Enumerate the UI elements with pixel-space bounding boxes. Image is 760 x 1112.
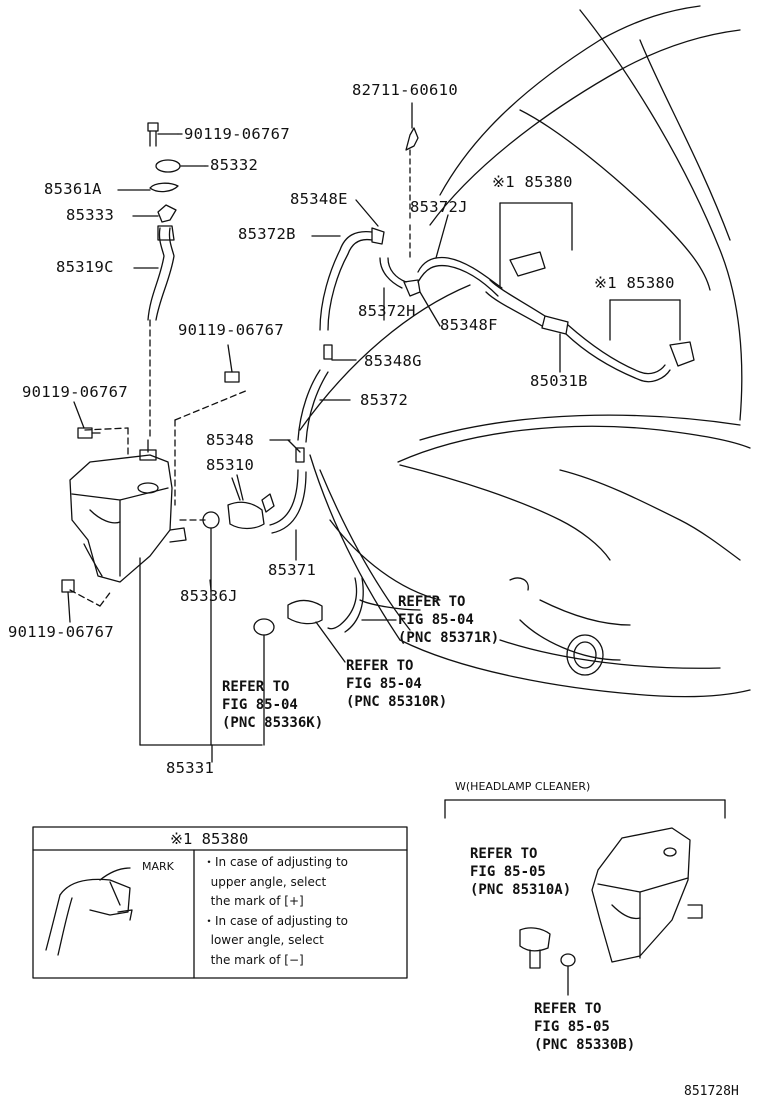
headlamp-cleaner-label: W(HEADLAMP CLEANER) bbox=[455, 780, 591, 793]
figure-id: 851728H bbox=[684, 1084, 739, 1099]
label-90119-06767-mid: 90119-06767 bbox=[178, 321, 284, 339]
washer-pump bbox=[202, 474, 397, 746]
label-85348G: 85348G bbox=[364, 352, 422, 370]
note-box-title: ※1 85380 bbox=[170, 830, 249, 848]
reservoir-filler-assembly bbox=[117, 122, 206, 441]
label-85371: 85371 bbox=[268, 561, 317, 579]
label-85380-a: ※1 85380 bbox=[492, 173, 573, 191]
ref-pnc-85336K: REFER TO FIG 85-04 (PNC 85336K) bbox=[222, 679, 324, 731]
label-85372J: 85372J bbox=[410, 198, 468, 216]
note-box bbox=[32, 826, 408, 979]
ref-pnc-85371R: REFER TO FIG 85-04 (PNC 85371R) bbox=[398, 594, 500, 646]
vehicle-body-outline bbox=[299, 5, 751, 698]
label-85331: 85331 bbox=[166, 759, 215, 777]
label-90119-06767-top: 90119-06767 bbox=[184, 125, 290, 143]
label-85333: 85333 bbox=[66, 206, 115, 224]
label-85372H: 85372H bbox=[358, 302, 416, 320]
washer-nozzles bbox=[485, 202, 695, 383]
ref-pnc-85310A: REFER TO FIG 85-05 (PNC 85310A) bbox=[470, 846, 572, 898]
label-90119-06767-bottom: 90119-06767 bbox=[8, 623, 114, 641]
label-85361A: 85361A bbox=[44, 180, 102, 198]
ref-pnc-85330B: REFER TO FIG 85-05 (PNC 85330B) bbox=[534, 1001, 636, 1053]
label-leaders bbox=[67, 133, 291, 623]
label-85310: 85310 bbox=[206, 456, 255, 474]
label-82711-60610: 82711-60610 bbox=[352, 81, 458, 99]
label-85348F: 85348F bbox=[440, 316, 498, 334]
note-box-text: ・In case of adjusting to upper angle, se… bbox=[203, 855, 349, 967]
label-85372B: 85372B bbox=[238, 225, 296, 243]
label-85031B: 85031B bbox=[530, 372, 588, 390]
label-85319C: 85319C bbox=[56, 258, 114, 276]
label-85380-b: ※1 85380 bbox=[594, 274, 675, 292]
washer-tank bbox=[61, 371, 263, 763]
label-85336J: 85336J bbox=[180, 587, 238, 605]
label-85348E: 85348E bbox=[290, 190, 348, 208]
headlamp-cleaner-section bbox=[444, 799, 726, 996]
note-mark-label: MARK bbox=[142, 860, 174, 873]
label-85348: 85348 bbox=[206, 431, 255, 449]
label-90119-06767-left: 90119-06767 bbox=[22, 383, 128, 401]
label-85372: 85372 bbox=[360, 391, 409, 409]
ref-pnc-85310R: REFER TO FIG 85-04 (PNC 85310R) bbox=[346, 658, 448, 710]
hose-routing bbox=[269, 102, 503, 561]
label-85332: 85332 bbox=[210, 156, 259, 174]
